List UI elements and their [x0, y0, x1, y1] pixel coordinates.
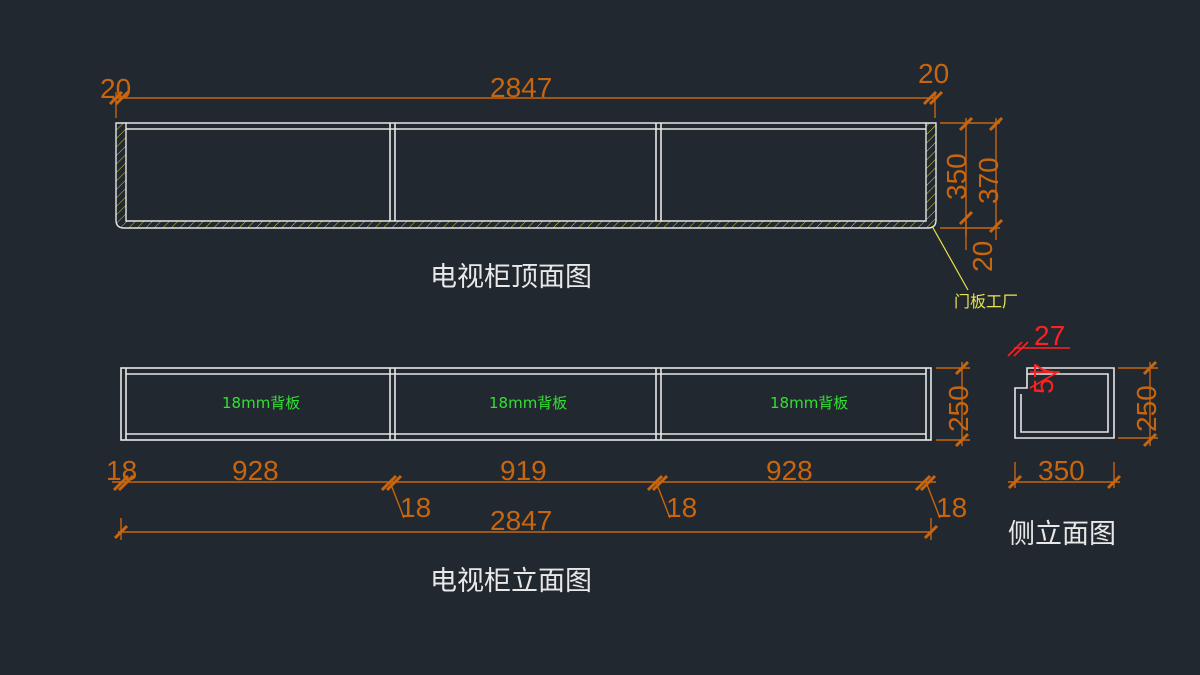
side-view-title: 侧立面图 [1008, 519, 1116, 550]
side-dim-notch: 57 [1028, 363, 1059, 394]
side-top-dimension: 27 57 [1007, 320, 1070, 394]
front-dim-seg-left: 928 [232, 455, 279, 486]
front-view-title: 电视柜立面图 [430, 566, 592, 597]
front-dim-seg-mid: 919 [500, 455, 547, 486]
front-segment-dimensions: 18 928 919 928 18 18 18 [106, 455, 967, 523]
front-dim-panel-2: 18 [400, 492, 431, 523]
front-height-dimension: 250 [936, 360, 974, 448]
side-width-dimension: 350 [1007, 455, 1122, 490]
top-view-title: 电视柜顶面图 [430, 262, 592, 293]
top-dim-left: 20 [100, 73, 131, 104]
side-dim-top: 27 [1034, 320, 1065, 351]
top-cabinet-outline [115, 122, 937, 229]
front-dim-panel-4: 18 [936, 492, 967, 523]
backboard-label-left: 18mm背板 [222, 394, 300, 412]
top-view: 20 2847 20 350 370 [100, 58, 1018, 311]
top-dimension-chain: 20 2847 20 [100, 58, 949, 118]
backboard-label-middle: 18mm背板 [489, 394, 567, 412]
side-dim-width: 350 [1038, 455, 1085, 486]
top-right-dimensions: 350 370 20 [940, 116, 1004, 272]
front-dim-seg-right: 928 [766, 455, 813, 486]
front-dim-total: 2847 [490, 505, 552, 536]
front-dim-panel-3: 18 [666, 492, 697, 523]
top-dim-depth-outer: 370 [973, 157, 1004, 204]
side-view: 27 57 250 350 侧立面图 [1007, 320, 1162, 550]
top-dim-panel: 20 [967, 241, 998, 272]
top-dim-depth-inner: 350 [941, 153, 972, 200]
front-dim-height: 250 [943, 385, 974, 432]
door-panel-leader: 门板工厂 [931, 225, 1018, 311]
front-total-dimension: 2847 [113, 505, 939, 540]
top-dim-right: 20 [918, 58, 949, 89]
front-view: 18mm背板 18mm背板 18mm背板 250 18 [106, 360, 974, 597]
front-cabinet-outline [120, 367, 932, 441]
leader-label-door-factory: 门板工厂 [954, 292, 1018, 311]
side-outline [1014, 367, 1115, 439]
side-height-dimension: 250 [1118, 360, 1162, 448]
backboard-label-right: 18mm背板 [770, 394, 848, 412]
side-dim-height: 250 [1131, 385, 1162, 432]
top-dim-total: 2847 [490, 72, 552, 103]
front-dim-panel-1: 18 [106, 455, 137, 486]
